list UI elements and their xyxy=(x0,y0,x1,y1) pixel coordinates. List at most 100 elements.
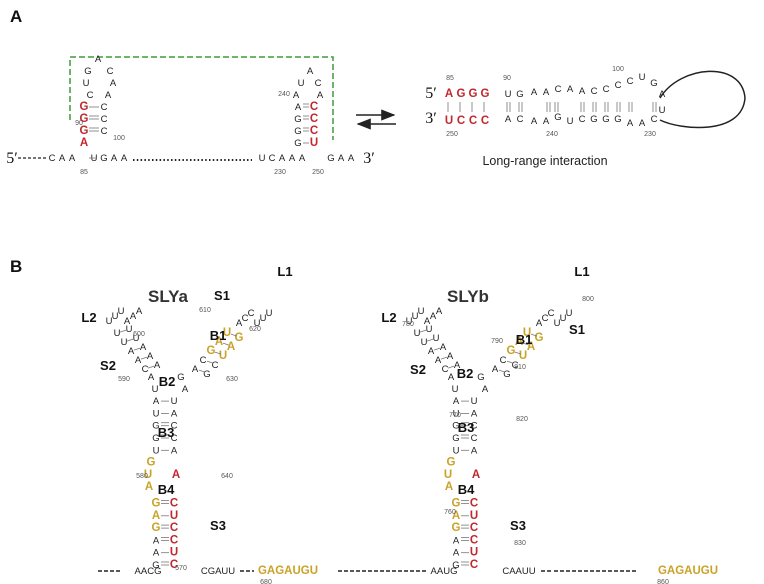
nt-num-230: 230 xyxy=(274,169,286,176)
nucleotide: C xyxy=(107,66,114,77)
loop-nucleotide: U xyxy=(418,306,425,317)
arm-nucleotide: G xyxy=(535,332,544,344)
arm-nucleotide: U xyxy=(133,333,140,344)
trunk-left-nucleotide: A xyxy=(153,535,160,546)
long-range-bracket xyxy=(69,56,334,140)
panel-b-label: B xyxy=(10,257,22,276)
duplex-top-nucleotide: C xyxy=(603,84,610,95)
trunk-right-nucleotide: C xyxy=(471,433,478,444)
duplex-top-nucleotide: U xyxy=(639,72,646,83)
nucleotide: C xyxy=(101,114,108,125)
duplex-bottom-nucleotide: G xyxy=(590,114,597,125)
slya-gagaugu: GAGAUGU xyxy=(258,565,318,577)
trunk-left-nucleotide: A xyxy=(453,535,460,546)
junction-nucleotide: G xyxy=(477,372,484,383)
loop-nucleotide: C xyxy=(542,313,549,324)
nucleotide: A xyxy=(299,153,306,164)
slya-label-s2: S2 xyxy=(100,358,116,373)
slyb-base-left: AAUG xyxy=(431,566,458,577)
trunk-left-nucleotide: A xyxy=(153,548,160,559)
five-prime-end: 5′ xyxy=(6,150,18,167)
trunk-right-nucleotide: C xyxy=(470,534,478,546)
nucleotide: C xyxy=(101,102,108,113)
nucleotide: A xyxy=(80,137,88,149)
slyb-num-860: 860 xyxy=(657,579,669,584)
junction-nucleotide: U xyxy=(152,384,159,395)
trunk-left-nucleotide: G xyxy=(452,498,461,510)
trunk-left-nucleotide: G xyxy=(147,457,156,469)
arm-nucleotide: G xyxy=(207,345,216,357)
trunk-right-nucleotide: C xyxy=(171,433,178,444)
trunk-left-nucleotide: A xyxy=(153,396,160,407)
trunk-right-nucleotide: C xyxy=(470,559,478,571)
duplex-bottom-nucleotide: U xyxy=(567,116,574,127)
arm-nucleotide: A xyxy=(428,346,435,357)
nucleotide: C xyxy=(310,113,318,125)
slyb-base-right: CAAUU xyxy=(502,566,535,577)
slya-title: SLYa xyxy=(148,287,189,306)
trunk-right-nucleotide: A xyxy=(472,469,480,481)
trunk-right-nucleotide: C xyxy=(170,534,178,546)
slya-label-l1: L1 xyxy=(277,264,292,279)
slyb-label-b3: B3 xyxy=(458,420,475,435)
lr-five-prime: 5′ xyxy=(425,85,437,102)
arm-nucleotide: A xyxy=(447,351,454,362)
loop-nucleotide: A xyxy=(436,306,443,317)
nucleotide: G xyxy=(100,153,107,164)
slya-num-600: 600 xyxy=(133,331,145,338)
nucleotide: C xyxy=(269,153,276,164)
loop-nucleotide: U xyxy=(406,316,413,327)
slya-num-630: 630 xyxy=(226,376,238,383)
nucleotide: A xyxy=(293,90,300,101)
duplex-top-nucleotide: C xyxy=(615,80,622,91)
arm-pair-bar xyxy=(140,356,148,360)
duplex-bottom-nucleotide: U xyxy=(659,105,666,116)
trunk-left-nucleotide: U xyxy=(144,469,152,481)
duplex-top-nucleotide: G xyxy=(469,88,478,100)
arm-nucleotide: C xyxy=(200,355,207,366)
nucleotide: U xyxy=(298,78,305,89)
long-range-loop xyxy=(659,70,746,129)
junction-nucleotide: G xyxy=(177,372,184,383)
nucleotide: A xyxy=(348,153,355,164)
duplex-bottom-nucleotide: A xyxy=(531,116,538,127)
duplex-top-nucleotide: A xyxy=(543,87,550,98)
trunk-left-nucleotide: U xyxy=(453,445,460,456)
slya-label-l2: L2 xyxy=(81,310,96,325)
duplex-bottom-nucleotide: A xyxy=(543,116,550,127)
arm-pair-bar xyxy=(206,360,214,364)
duplex-top-nucleotide: C xyxy=(627,76,634,87)
duplex-bottom-nucleotide: C xyxy=(651,114,658,125)
nucleotide: A xyxy=(279,153,286,164)
arm-nucleotide: A xyxy=(435,355,442,366)
trunk-right-nucleotide: A xyxy=(471,408,478,419)
trunk-left-nucleotide: G xyxy=(452,560,459,571)
nucleotide: A xyxy=(338,153,345,164)
loop-nucleotide: A xyxy=(430,311,437,322)
duplex-top-nucleotide: C xyxy=(591,86,598,97)
arm-nucleotide: G xyxy=(203,369,210,380)
junction-nucleotide: A xyxy=(148,372,155,383)
lr-num-230: 230 xyxy=(644,131,656,138)
trunk-left-nucleotide: A xyxy=(452,510,460,522)
loop-nucleotide: A xyxy=(124,316,131,327)
trunk-left-nucleotide: A xyxy=(453,396,460,407)
nucleotide: G xyxy=(294,138,301,149)
trunk-right-nucleotide: C xyxy=(170,498,178,510)
arm-nucleotide: U xyxy=(121,337,128,348)
slyb-label-l2: L2 xyxy=(381,310,396,325)
arm-pair-bar xyxy=(147,365,155,369)
junction-nucleotide: A xyxy=(182,384,189,395)
arm-nucleotide: A xyxy=(492,364,499,375)
slyb-label-s3: S3 xyxy=(510,518,526,533)
trunk-left-nucleotide: G xyxy=(152,421,159,432)
nucleotide: C xyxy=(310,125,318,137)
nucleotide: A xyxy=(289,153,296,164)
trunk-right-nucleotide: A xyxy=(171,408,178,419)
arm-nucleotide: A xyxy=(135,355,142,366)
